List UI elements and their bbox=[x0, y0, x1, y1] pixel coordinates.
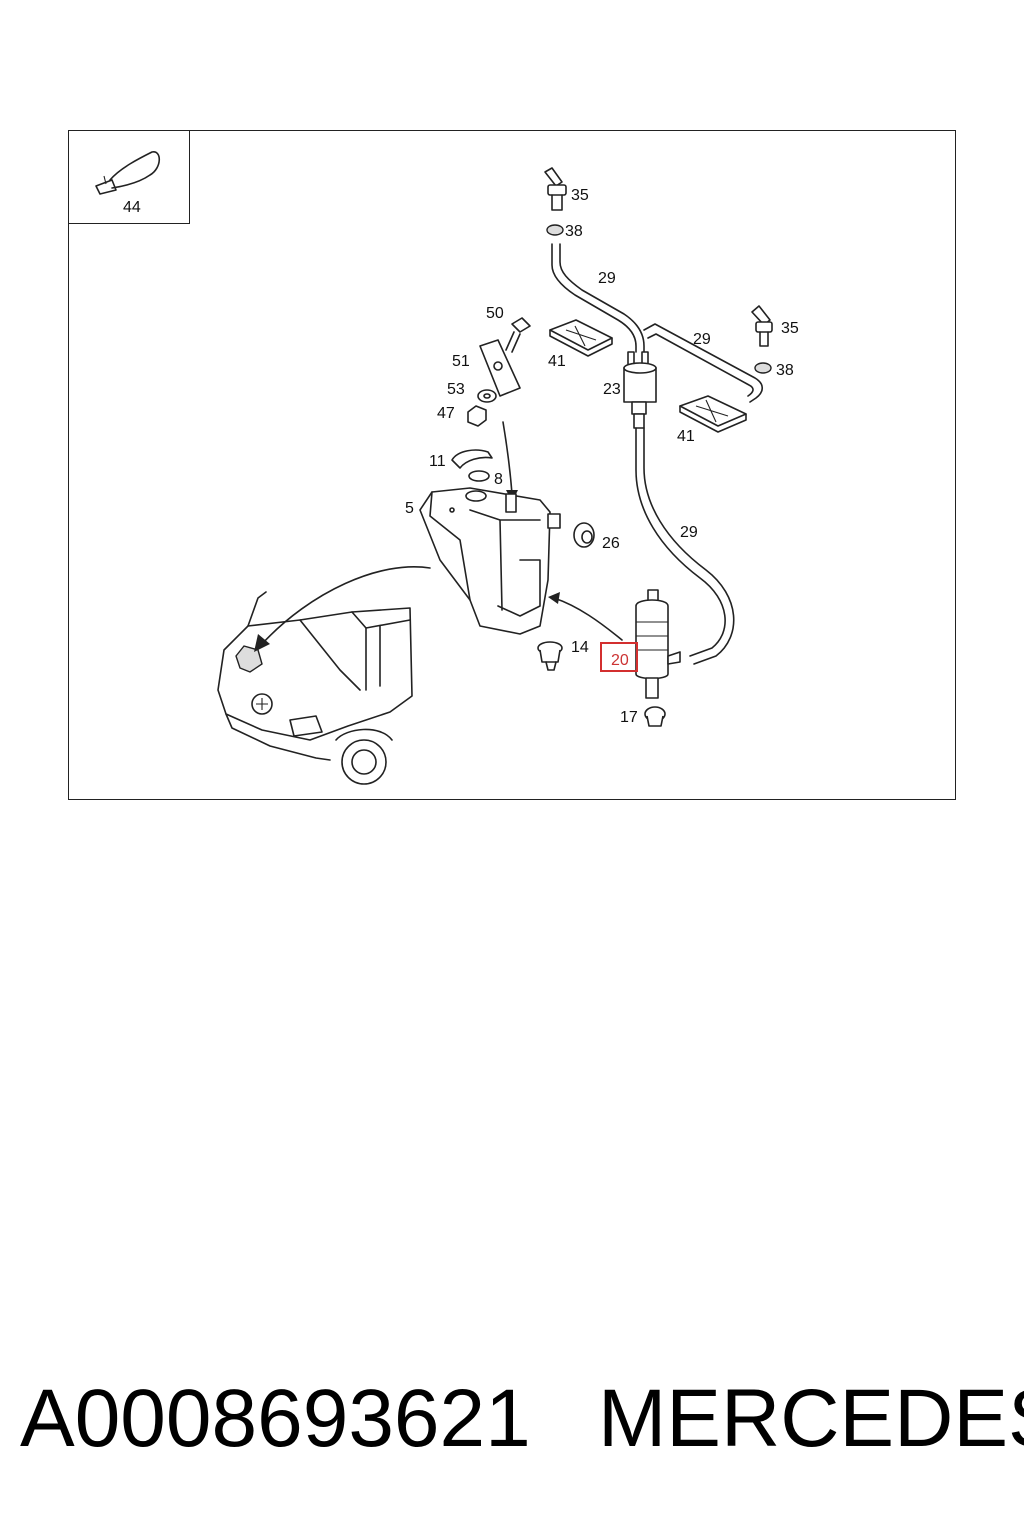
washer-pump-icon bbox=[623, 351, 657, 429]
hose-line bbox=[643, 427, 735, 665]
cable-tie-icon bbox=[95, 151, 161, 195]
callout-38-top: 38 bbox=[565, 223, 583, 240]
hose-line bbox=[635, 427, 726, 657]
bolt-icon bbox=[505, 317, 531, 353]
callout-14: 14 bbox=[571, 639, 589, 656]
grommet-icon bbox=[546, 224, 564, 236]
washer-hole bbox=[483, 393, 491, 399]
washer-icon bbox=[477, 389, 497, 403]
hose-line bbox=[551, 243, 637, 353]
callout-51: 51 bbox=[452, 353, 470, 370]
filler-cap-icon bbox=[537, 641, 563, 671]
callout-41-right: 41 bbox=[677, 428, 695, 445]
callout-11: 11 bbox=[429, 453, 446, 470]
footer: A0008693621 MERCEDES bbox=[20, 1372, 1024, 1472]
washer-pump-20-icon bbox=[635, 589, 681, 699]
callout-29-top: 29 bbox=[598, 270, 616, 287]
parts-diagram: 44 35 38 29 29 35 38 50 41 51 53 bbox=[95, 151, 799, 785]
seal-ring-icon bbox=[468, 470, 490, 482]
gasket-icon bbox=[479, 339, 521, 397]
inset-box bbox=[68, 130, 190, 224]
callout-29-right: 29 bbox=[693, 331, 711, 348]
callout-44: 44 bbox=[123, 199, 141, 216]
location-arrow bbox=[261, 566, 431, 645]
gasket-hole bbox=[493, 361, 503, 371]
washer-nozzle-icon bbox=[751, 305, 773, 347]
washer-reservoir-icon bbox=[419, 487, 561, 635]
callout-26: 26 bbox=[602, 535, 620, 552]
assembly-arrow bbox=[553, 597, 623, 641]
assembly-arrow bbox=[502, 421, 513, 495]
arrowhead bbox=[254, 634, 270, 652]
hose-line bbox=[559, 243, 645, 353]
grommet-icon bbox=[754, 362, 772, 374]
callout-35-right: 35 bbox=[781, 320, 799, 337]
callout-5: 5 bbox=[405, 500, 414, 517]
callout-50: 50 bbox=[486, 305, 504, 322]
callout-29-lower: 29 bbox=[680, 524, 698, 541]
callout-53: 53 bbox=[447, 381, 465, 398]
diagram-frame bbox=[68, 130, 956, 800]
arrowhead bbox=[548, 592, 560, 604]
mounting-pad-icon bbox=[549, 319, 613, 357]
van-illustration bbox=[217, 591, 413, 785]
callout-17: 17 bbox=[620, 709, 638, 726]
part-number: A0008693621 bbox=[20, 1373, 531, 1464]
callout-20: 20 bbox=[611, 652, 629, 669]
callout-41-left: 41 bbox=[548, 353, 566, 370]
grommet-icon bbox=[573, 522, 595, 548]
highlight-box bbox=[600, 642, 638, 672]
brand-name: MERCEDES bbox=[598, 1373, 1024, 1464]
grommet-icon bbox=[644, 706, 666, 727]
callout-47: 47 bbox=[437, 405, 455, 422]
washer-nozzle-icon bbox=[544, 167, 567, 211]
clip-icon bbox=[451, 449, 493, 469]
mounting-pad-icon bbox=[679, 395, 747, 433]
callout-8: 8 bbox=[494, 471, 503, 488]
callout-23: 23 bbox=[603, 381, 621, 398]
callout-38-right: 38 bbox=[776, 362, 794, 379]
hose-line bbox=[647, 333, 754, 397]
nut-icon bbox=[467, 405, 487, 427]
hose-line bbox=[643, 323, 764, 403]
callout-35-top: 35 bbox=[571, 187, 589, 204]
